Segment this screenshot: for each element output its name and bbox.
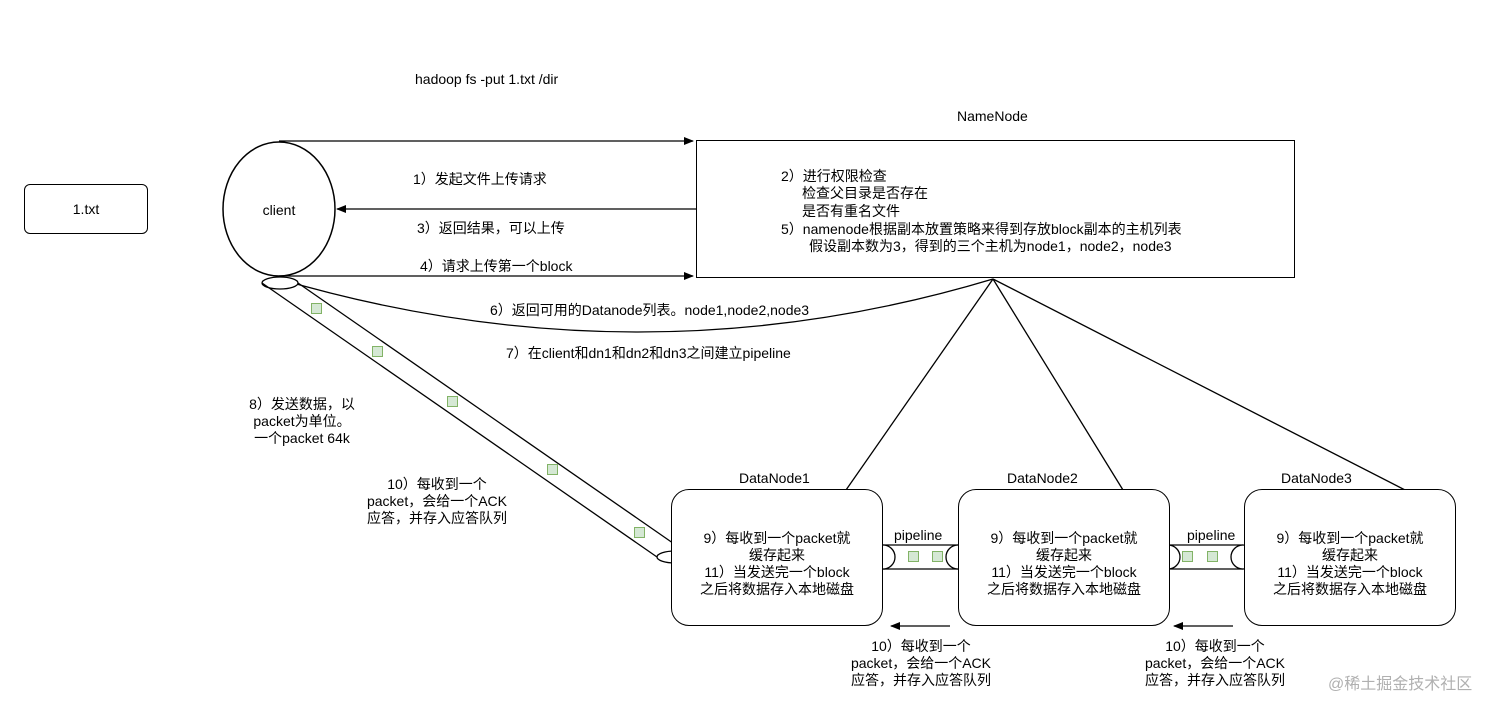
packet-square <box>547 464 558 475</box>
datanode2-box: 9）每收到一个packet就 缓存起来 11）当发送完一个block 之后将数据… <box>958 489 1170 626</box>
file-box: 1.txt <box>24 184 148 234</box>
datanode2-title: DataNode2 <box>1007 470 1078 486</box>
message-build-pipeline: 7）在client和dn1和dn2和dn3之间建立pipeline <box>506 345 791 361</box>
packet-square <box>932 551 943 562</box>
datanode3-box: 9）每收到一个packet就 缓存起来 11）当发送完一个block 之后将数据… <box>1244 489 1456 626</box>
namenode-line-3: 是否有重名文件 <box>802 203 900 219</box>
datanode1-box: 9）每收到一个packet就 缓存起来 11）当发送完一个block 之后将数据… <box>671 489 883 626</box>
namenode-line-5: 假设副本数为3，得到的三个主机为node1，node2，node3 <box>809 238 1172 254</box>
curve-datanode-list <box>278 278 994 333</box>
packet-square <box>1207 551 1218 562</box>
packet-square <box>1182 551 1193 562</box>
message-return-result: 3）返回结果，可以上传 <box>417 220 565 236</box>
pipeline-label-2: pipeline <box>1187 527 1236 543</box>
namenode-title: NameNode <box>957 108 1028 124</box>
namenode-box: 2）进行权限检查 检查父目录是否存在 是否有重名文件 5）namenode根据副… <box>696 140 1295 278</box>
link-nn-dn2 <box>992 278 1124 491</box>
packet-square <box>311 303 322 314</box>
command-text: hadoop fs -put 1.txt /dir <box>415 71 559 87</box>
ack-label-dn2: 10）每收到一个 packet，会给一个ACK 应答，并存入应答队列 <box>850 638 992 688</box>
datanode3-body: 9）每收到一个packet就 缓存起来 11）当发送完一个block 之后将数据… <box>1273 530 1427 597</box>
namenode-line-2: 检查父目录是否存在 <box>802 185 928 201</box>
message-upload-request: 1）发起文件上传请求 <box>413 171 547 187</box>
namenode-line-1: 2）进行权限检查 <box>781 168 887 184</box>
link-nn-dn1 <box>845 278 994 491</box>
datanode1-body: 9）每收到一个packet就 缓存起来 11）当发送完一个block 之后将数据… <box>700 530 854 597</box>
link-nn-dn3 <box>992 278 1406 491</box>
packet-square <box>372 346 383 357</box>
pipeline-label-1: pipeline <box>894 527 943 543</box>
watermark-text: @稀土掘金技术社区 <box>1328 676 1473 693</box>
ack-label-dn3: 10）每收到一个 packet，会给一个ACK 应答，并存入应答队列 <box>1144 638 1286 688</box>
message-ack-client: 10）每收到一个 packet，会给一个ACK 应答，并存入应答队列 <box>366 476 508 526</box>
message-send-data: 8）发送数据，以 packet为单位。 一个packet 64k <box>249 396 355 446</box>
tube-lower-edge <box>261 282 658 558</box>
datanode2-body: 9）每收到一个packet就 缓存起来 11）当发送完一个block 之后将数据… <box>987 530 1141 597</box>
datanode1-title: DataNode1 <box>739 470 810 486</box>
namenode-line-4: 5）namenode根据副本放置策略来得到存放block副本的主机列表 <box>781 221 1182 237</box>
packet-square <box>908 551 919 562</box>
message-request-block: 4）请求上传第一个block <box>420 258 573 274</box>
message-datanode-list: 6）返回可用的Datanode列表。node1,node2,node3 <box>490 301 810 319</box>
datanode3-title: DataNode3 <box>1281 470 1352 486</box>
packet-square <box>447 396 458 407</box>
packet-square <box>634 527 645 538</box>
file-box-label: 1.txt <box>72 201 100 217</box>
client-label: client <box>262 202 296 218</box>
tube-upper-edge <box>297 282 694 558</box>
